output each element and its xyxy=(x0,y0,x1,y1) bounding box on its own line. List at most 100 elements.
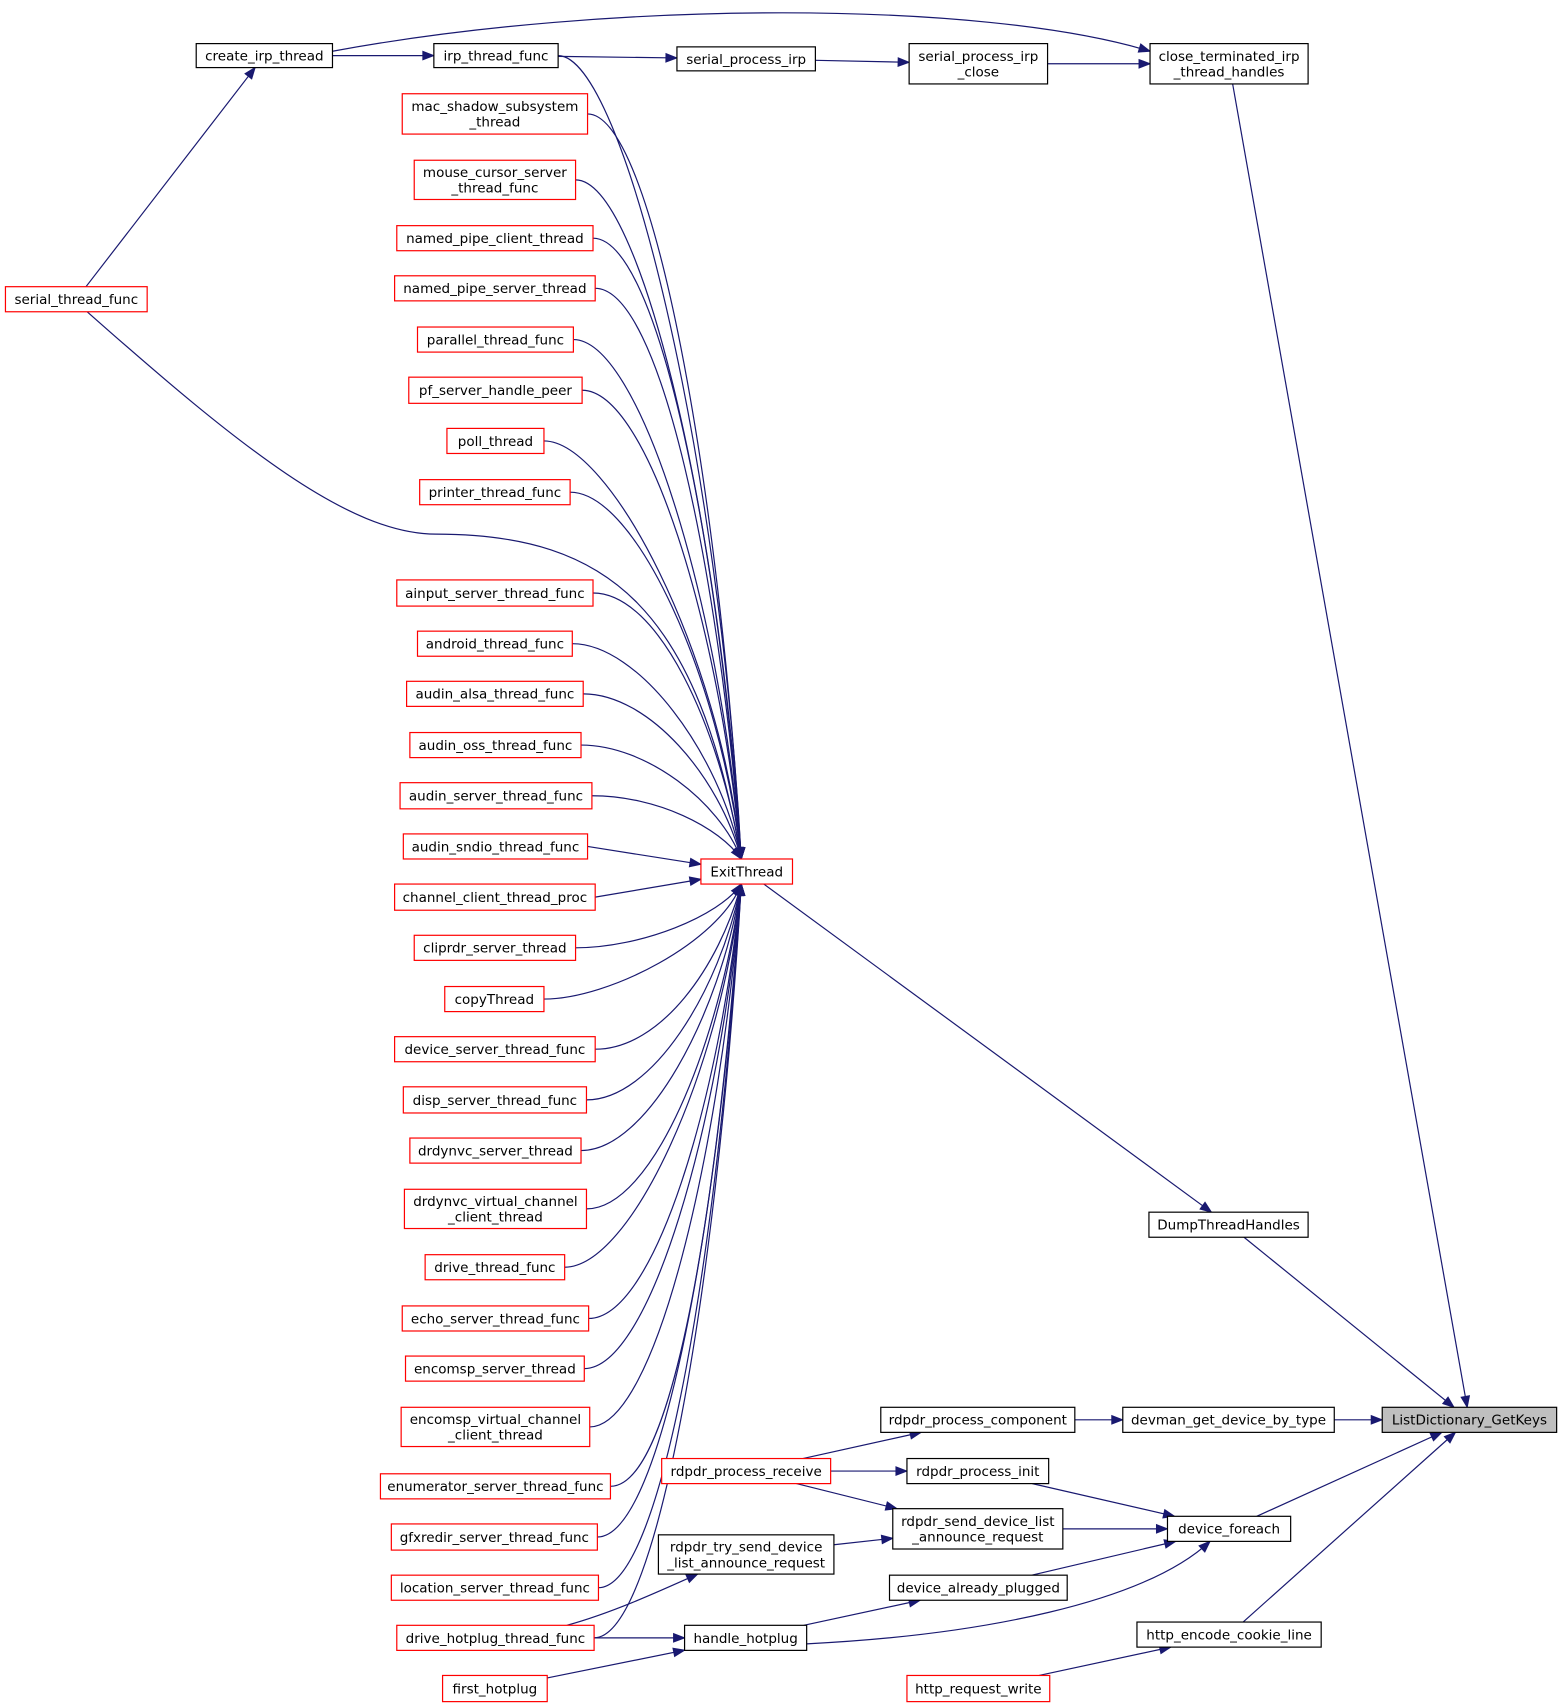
edge-line xyxy=(543,440,742,860)
node-box xyxy=(906,1674,1051,1703)
edge-arrowhead xyxy=(730,846,743,861)
node-rdpdr-try-send-device-list-announce-request[interactable]: rdpdr_try_send_device_list_announce_requ… xyxy=(657,1534,835,1575)
edge-arrowhead xyxy=(880,1534,895,1545)
node-label: http_encode_cookie_line xyxy=(1146,1627,1312,1643)
node-rdpdr-process-component[interactable]: rdpdr_process_component xyxy=(880,1406,1076,1433)
edge-line xyxy=(806,1540,1211,1645)
node-irp-thread-func[interactable]: irp_thread_func xyxy=(433,43,559,69)
node-audin-alsa-thread-func[interactable]: audin_alsa_thread_func xyxy=(406,680,584,707)
node-drive-hotplug-thread-func[interactable]: drive_hotplug_thread_func xyxy=(396,1624,595,1651)
node-device-server-thread-func[interactable]: device_server_thread_func xyxy=(394,1036,596,1063)
edge-line xyxy=(586,883,742,1210)
node-echo-server-thread-func[interactable]: echo_server_thread_func xyxy=(401,1305,590,1332)
node-serial-thread-func[interactable]: serial_thread_func xyxy=(4,286,148,313)
node-devman-get-device-by-type[interactable]: devman_get_device_by_type xyxy=(1122,1406,1335,1433)
edge-line xyxy=(572,643,742,860)
node-box xyxy=(1122,1406,1335,1433)
node-rdpdr-process-receive[interactable]: rdpdr_process_receive xyxy=(661,1457,832,1485)
node-channel-client-thread-proc[interactable]: channel_client_thread_proc xyxy=(394,883,596,911)
edge-arrowhead xyxy=(1429,1431,1444,1442)
node-ListDictionary-GetKeys[interactable]: ListDictionary_GetKeys xyxy=(1381,1406,1558,1433)
edge-arrowhead xyxy=(1138,58,1152,69)
edge-line xyxy=(594,884,742,1639)
edge-http_encode_cookie_line-to-ListDictionary_GetKeys xyxy=(1242,1431,1457,1623)
edge-line xyxy=(1031,1540,1176,1576)
node-drive-thread-func[interactable]: drive_thread_func xyxy=(424,1254,566,1281)
edge-line xyxy=(595,883,742,1050)
node-location-server-thread-func[interactable]: location_server_thread_func xyxy=(390,1574,600,1601)
node-label: _thread xyxy=(468,115,520,131)
node-disp-server-thread-func[interactable]: disp_server_thread_func xyxy=(402,1086,588,1114)
edge-line xyxy=(582,389,742,860)
node-device-foreach[interactable]: device_foreach xyxy=(1166,1515,1292,1542)
node-encomsp-server-thread[interactable]: encomsp_server_thread xyxy=(404,1355,585,1382)
edge-line xyxy=(1243,1236,1455,1408)
edge-line xyxy=(558,55,677,59)
node-label: http_request_write xyxy=(915,1681,1041,1697)
node-box xyxy=(413,934,577,961)
node-box xyxy=(444,985,545,1013)
node-mouse-cursor-server-thread-func[interactable]: mouse_cursor_server_thread_func xyxy=(413,159,577,201)
edge-line xyxy=(543,883,742,1000)
node-device-already-plugged[interactable]: device_already_plugged xyxy=(888,1574,1068,1601)
edge-audin_oss_thread_func-to-ExitThread xyxy=(581,744,742,861)
edge-arrowhead xyxy=(895,1466,909,1476)
node-enumerator-server-thread-func[interactable]: enumerator_server_thread_func xyxy=(379,1473,612,1500)
node-android-thread-func[interactable]: android_thread_func xyxy=(416,630,573,657)
node-named-pipe-server-thread[interactable]: named_pipe_server_thread xyxy=(394,275,596,302)
node-parallel-thread-func[interactable]: parallel_thread_func xyxy=(416,326,574,353)
edge-arrowhead xyxy=(1441,1396,1456,1409)
node-ainput-server-thread-func[interactable]: ainput_server_thread_func xyxy=(396,579,594,607)
node-label: _thread_handles xyxy=(1173,65,1285,81)
node-copyThread[interactable]: copyThread xyxy=(444,985,545,1013)
node-poll-thread[interactable]: poll_thread xyxy=(446,427,545,455)
node-audin-server-thread-func[interactable]: audin_server_thread_func xyxy=(399,782,593,810)
edge-line xyxy=(566,1573,698,1626)
node-label: encomsp_server_thread xyxy=(414,1362,576,1378)
node-box xyxy=(1148,1211,1309,1238)
node-label: mac_shadow_subsystem xyxy=(411,99,578,115)
node-gfxredir-server-thread-func[interactable]: gfxredir_server_thread_func xyxy=(390,1523,598,1551)
edge-line xyxy=(1232,83,1468,1408)
node-handle-hotplug[interactable]: handle_hotplug xyxy=(683,1624,808,1651)
edge-line xyxy=(547,1649,685,1679)
node-printer-thread-func[interactable]: printer_thread_func xyxy=(419,479,571,506)
node-audin-oss-thread-func[interactable]: audin_oss_thread_func xyxy=(409,731,582,759)
node-drdynvc-virtual-channel-client-thread[interactable]: drdynvc_virtual_channel_client_thread xyxy=(403,1188,588,1230)
node-named-pipe-client-thread[interactable]: named_pipe_client_thread xyxy=(396,225,594,252)
edges-layer xyxy=(85,12,1471,1679)
node-mac-shadow-subsystem-thread[interactable]: mac_shadow_subsystem_thread xyxy=(401,93,589,135)
edge-serial_process_irp_close-to-close_terminated_irp_thread_handles xyxy=(1047,58,1152,69)
edge-line xyxy=(593,237,742,860)
node-box xyxy=(416,326,574,353)
node-encomsp-virtual-channel-client-thread[interactable]: encomsp_virtual_channel_client_thread xyxy=(400,1406,591,1448)
edge-handle_hotplug-to-device_foreach xyxy=(806,1540,1212,1645)
node-http-request-write[interactable]: http_request_write xyxy=(906,1674,1051,1703)
edge-rdpdr_process_receive-to-rdpdr_process_init xyxy=(830,1466,909,1476)
edge-irp_thread_func-to-serial_process_irp xyxy=(558,52,679,63)
node-close-terminated-irp-thread-handles[interactable]: close_terminated_irp_thread_handles xyxy=(1149,43,1309,85)
edge-line xyxy=(593,592,742,860)
edge-devman_get_device_by_type-to-ListDictionary_GetKeys xyxy=(1334,1414,1384,1425)
node-box xyxy=(404,1355,585,1382)
node-box xyxy=(399,782,593,810)
node-pf-server-handle-peer[interactable]: pf_server_handle_peer xyxy=(408,376,583,404)
node-box xyxy=(1149,43,1309,85)
node-DumpThreadHandles[interactable]: DumpThreadHandles xyxy=(1148,1211,1309,1238)
node-rdpdr-send-device-list-announce-request[interactable]: rdpdr_send_device_list_announce_request xyxy=(892,1508,1064,1550)
node-drdynvc-server-thread[interactable]: drdynvc_server_thread xyxy=(409,1137,582,1164)
node-cliprdr-server-thread[interactable]: cliprdr_server_thread xyxy=(413,934,577,961)
node-ExitThread[interactable]: ExitThread xyxy=(700,858,794,885)
node-http-encode-cookie-line[interactable]: http_encode_cookie_line xyxy=(1136,1621,1322,1648)
edge-line xyxy=(587,845,702,865)
node-box xyxy=(676,46,816,72)
node-audin-sndio-thread-func[interactable]: audin_sndio_thread_func xyxy=(402,833,589,860)
node-box xyxy=(402,833,589,860)
node-serial-process-irp-close[interactable]: serial_process_irp_close xyxy=(908,43,1049,85)
node-create-irp-thread[interactable]: create_irp_thread xyxy=(195,43,334,69)
node-box xyxy=(906,1457,1050,1485)
node-label: audin_oss_thread_func xyxy=(419,738,573,754)
node-rdpdr-process-init[interactable]: rdpdr_process_init xyxy=(906,1457,1050,1485)
node-first-hotplug[interactable]: first_hotplug xyxy=(441,1674,548,1703)
node-serial-process-irp[interactable]: serial_process_irp xyxy=(676,46,816,72)
